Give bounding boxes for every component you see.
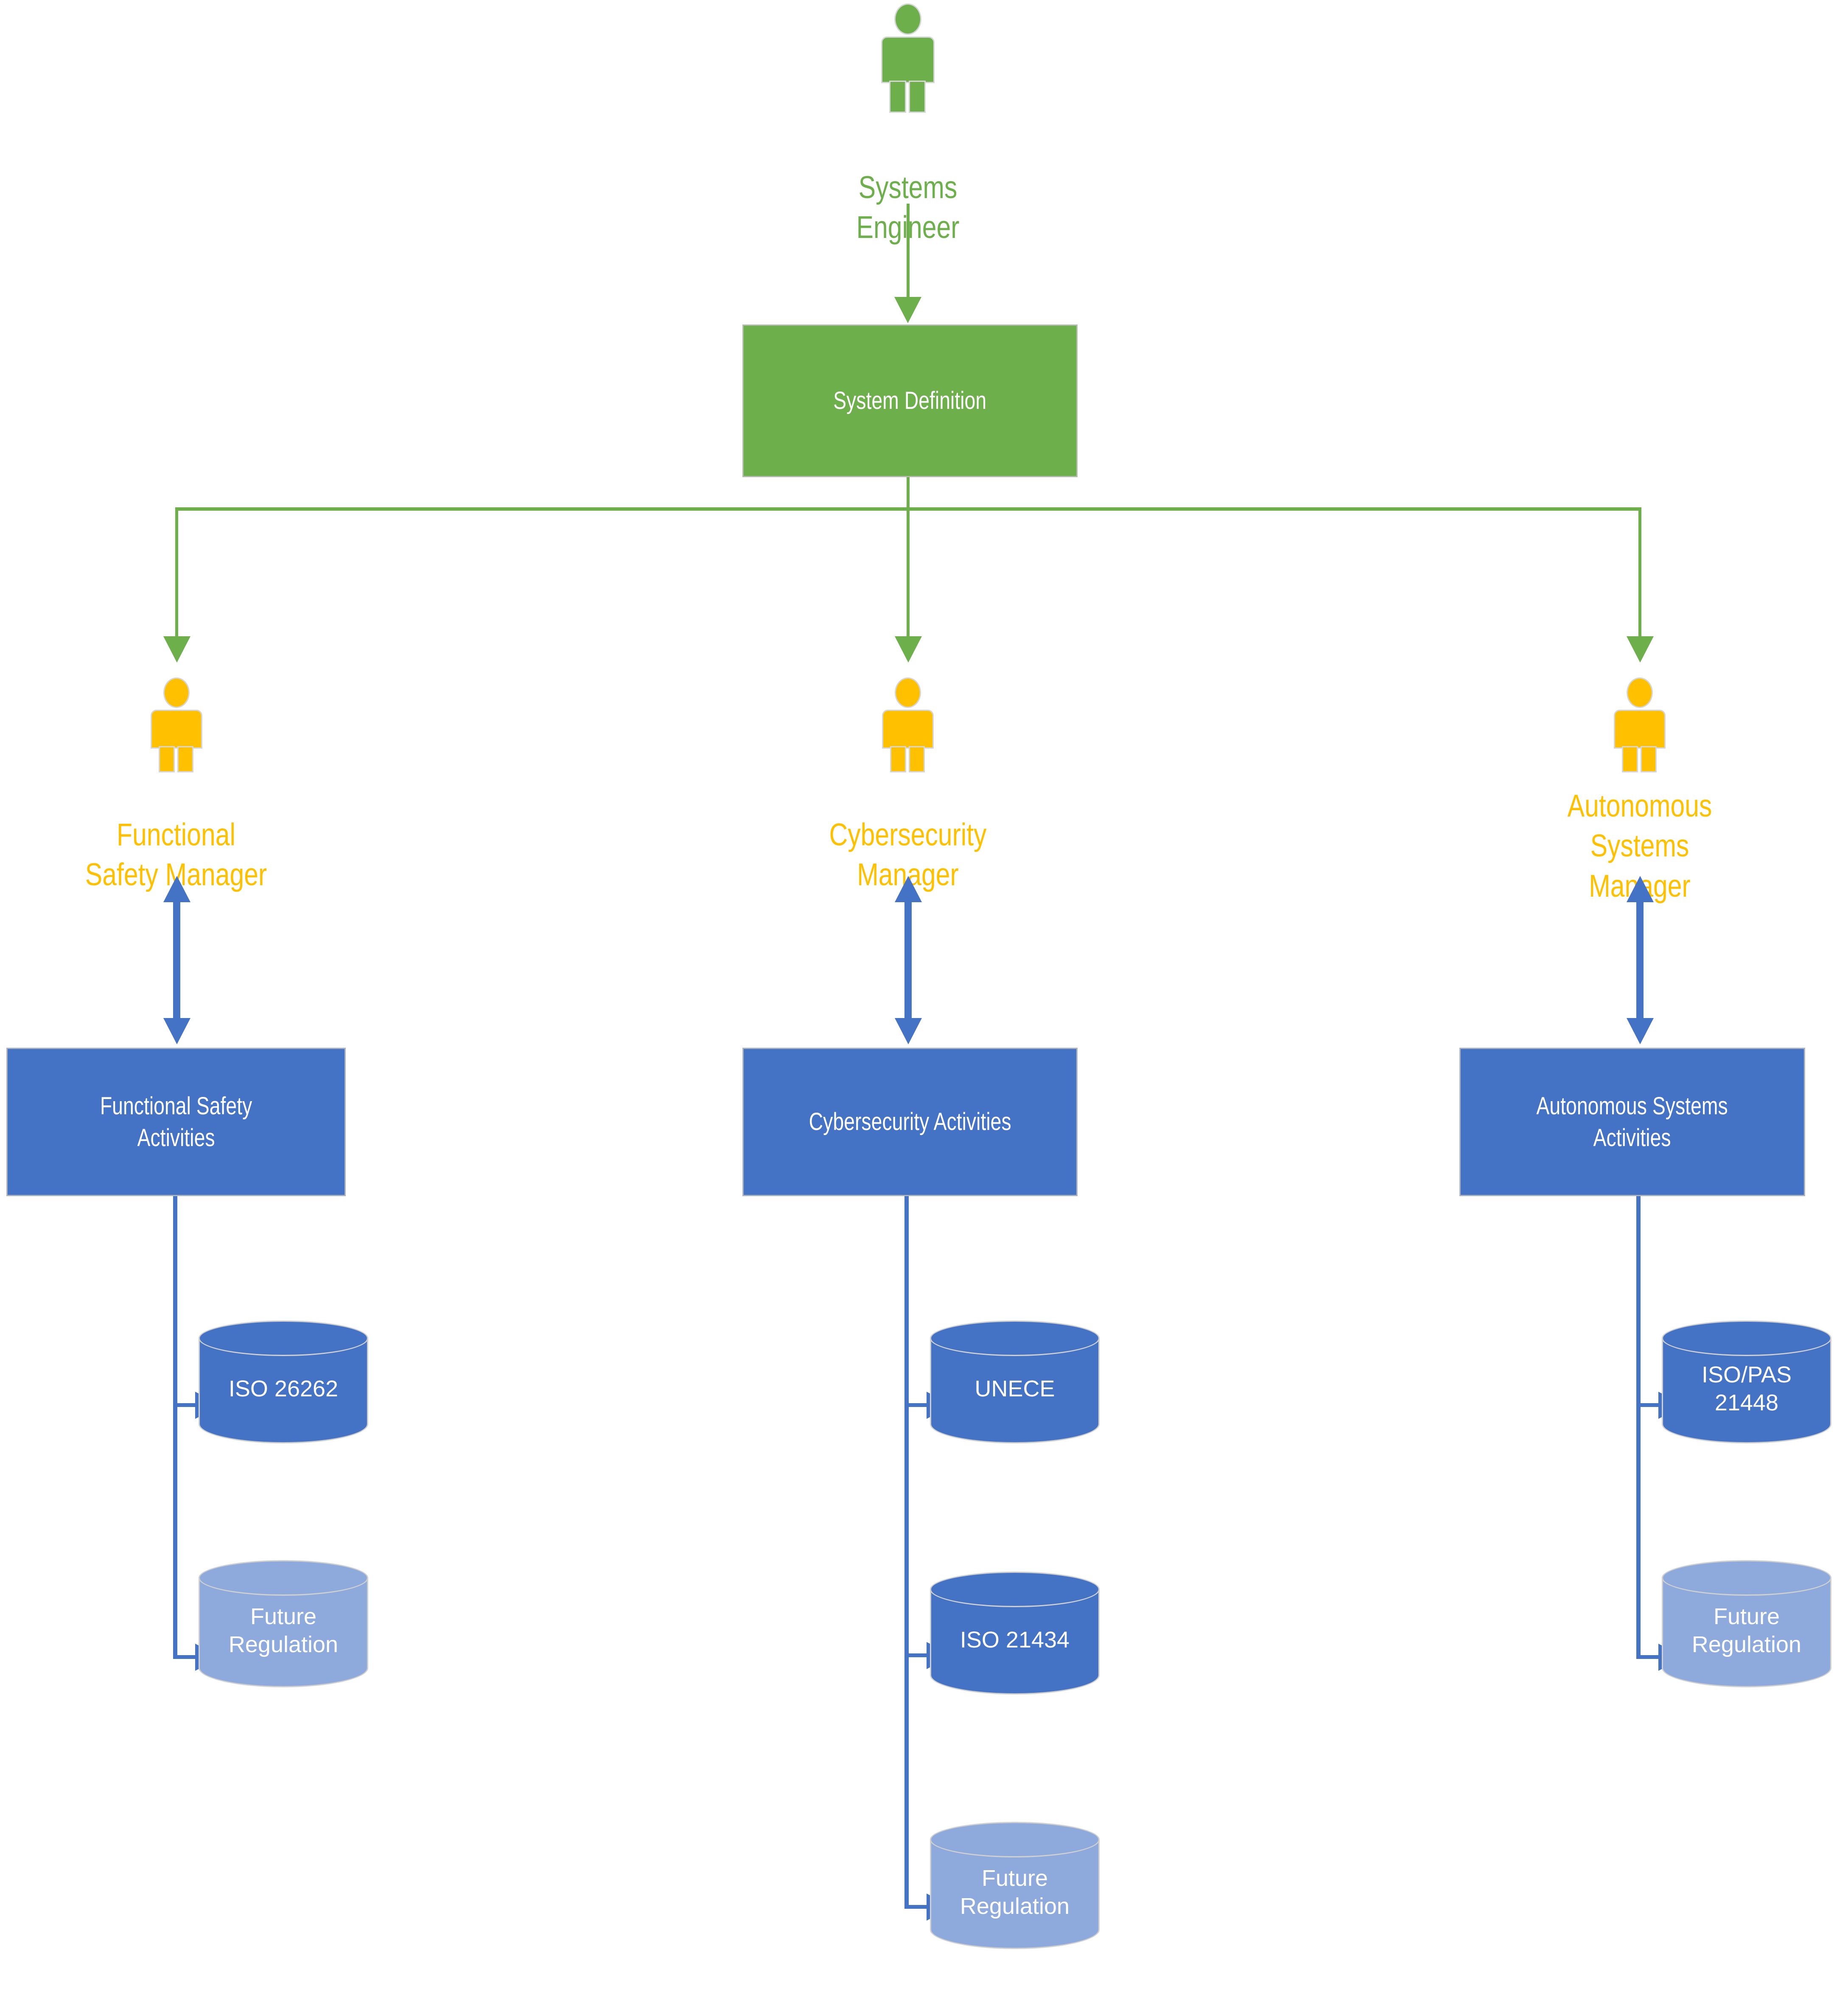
process-box-cybersecurity-activities[interactable]: Cybersecurity Activities	[742, 1048, 1078, 1196]
data-store-label: Future Regulation	[228, 1604, 339, 1657]
data-store-future-regulation-cybersecurity[interactable]: Future Regulation	[930, 1822, 1100, 1949]
arrow-head-down-autonomous-systems-manager	[1627, 636, 1654, 663]
cylinder-top	[199, 1560, 368, 1596]
data-store-iso-21434[interactable]: ISO 21434	[930, 1572, 1100, 1695]
connector-cybersecurity-manager-activities	[904, 899, 912, 1022]
arrow-head-up-autonomous-systems-manager	[1627, 876, 1654, 902]
person-icon-autonomous-systems-manager	[1606, 677, 1674, 772]
actor-label-cybersecurity-manager: Cybersecurity Manager	[829, 817, 987, 892]
arrow-head-up-cybersecurity-manager	[895, 876, 922, 902]
connector-cybersecurity-to-iso21434	[904, 1653, 930, 1657]
arrow-head-down-autonomous-systems-activities	[1627, 1018, 1654, 1044]
arrow-head-down-cybersecurity-activities	[895, 1018, 922, 1044]
process-box-functional-safety-activities[interactable]: Functional Safety Activities	[6, 1048, 346, 1196]
connector-functional-safety-to-iso26262	[173, 1403, 199, 1407]
data-store-label: ISO 26262	[228, 1376, 339, 1402]
connector-cybersecurity-to-unece	[904, 1403, 930, 1407]
connector-autonomous-to-future-regulation	[1636, 1655, 1662, 1659]
connector-functional-safety-to-future-regulation	[173, 1655, 199, 1659]
arrow-head-down-cybersecurity-manager	[895, 636, 922, 663]
arrow-head-down-functional-safety-manager	[163, 636, 190, 663]
data-store-label: UNECE	[974, 1376, 1055, 1402]
cylinder-top	[930, 1320, 1100, 1356]
data-store-label: ISO 21434	[960, 1627, 1070, 1653]
cylinder-top	[930, 1572, 1100, 1607]
connector-definition-trunk	[907, 477, 910, 510]
cylinder-body	[199, 1337, 368, 1443]
arrow-head-down-definition	[894, 297, 921, 323]
cylinder-top	[1662, 1560, 1831, 1596]
connector-cybersecurity-activities-trunk	[904, 1196, 909, 1909]
connector-functional-safety-activities-trunk	[173, 1196, 177, 1659]
data-store-label: ISO/PAS 21448	[1701, 1362, 1792, 1415]
data-store-future-regulation-functional-safety[interactable]: Future Regulation	[199, 1560, 368, 1687]
data-store-label: Future Regulation	[1691, 1604, 1802, 1657]
arrow-head-down-functional-safety-activities	[163, 1018, 190, 1044]
data-store-unece[interactable]: UNECE	[930, 1320, 1100, 1443]
connector-autonomous-to-iso-pas-21448	[1636, 1403, 1662, 1407]
data-store-iso-26262[interactable]: ISO 26262	[199, 1320, 368, 1443]
process-box-autonomous-systems-activities[interactable]: Autonomous Systems Activities	[1459, 1048, 1805, 1196]
cylinder-top	[1662, 1320, 1831, 1356]
person-icon-functional-safety-manager	[143, 677, 210, 772]
person-icon-cybersecurity-manager	[874, 677, 942, 772]
person-icon-systems-engineer	[874, 3, 942, 113]
connector-branch-left	[175, 507, 178, 639]
data-store-label: Future Regulation	[960, 1866, 1070, 1919]
cylinder-top	[199, 1320, 368, 1356]
connector-functional-safety-manager-activities	[173, 899, 180, 1022]
data-store-iso-pas-21448[interactable]: ISO/PAS 21448	[1662, 1320, 1831, 1443]
connector-engineer-to-definition	[907, 204, 910, 299]
connector-branch-right	[1638, 507, 1641, 639]
connector-cybersecurity-to-future-regulation	[904, 1905, 930, 1909]
cylinder-top	[930, 1822, 1100, 1857]
data-store-future-regulation-autonomous-systems[interactable]: Future Regulation	[1662, 1560, 1831, 1687]
process-box-system-definition[interactable]: System Definition	[742, 324, 1078, 477]
arrow-head-up-functional-safety-manager	[163, 876, 190, 902]
connector-autonomous-systems-manager-activities	[1636, 899, 1644, 1022]
connector-autonomous-systems-activities-trunk	[1636, 1196, 1641, 1659]
connector-branch-center	[907, 507, 910, 639]
